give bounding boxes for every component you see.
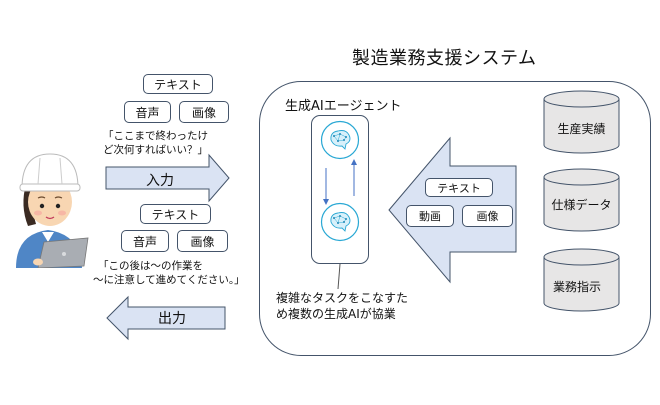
database-cylinder-icon <box>543 90 620 154</box>
caption-leader-line <box>337 263 341 290</box>
system-title: 製造業務支援システム <box>352 48 537 69</box>
output-arrow-label: 出力 <box>158 311 186 327</box>
worker-icon <box>16 153 89 268</box>
database-label: 生産実績 <box>557 122 606 136</box>
input-quote-line-2: ど次何すればいい？」 <box>103 144 208 156</box>
flow-text-chip: テキスト <box>425 178 493 197</box>
output-image-chip: 画像 <box>177 230 228 252</box>
agent-caption: 複雑なタスクをこなすた め複数の生成AIが協業 <box>276 290 408 322</box>
agent-caption-line-2: め複数の生成AIが協業 <box>276 307 396 321</box>
input-text-chip: テキスト <box>143 74 213 94</box>
agent-label: 生成AIエージェント <box>285 99 402 114</box>
output-text-chip: テキスト <box>140 204 211 224</box>
flow-image-chip: 画像 <box>462 205 513 227</box>
input-quote-line-1: 「ここまで終わったけ <box>103 130 208 142</box>
database-cylinder-icon <box>543 168 620 232</box>
brain-node-1 <box>320 120 360 160</box>
input-audio-chip: 音声 <box>124 101 171 123</box>
input-arrow <box>105 153 230 203</box>
worker-illustration <box>8 146 92 268</box>
input-image-chip: 画像 <box>179 101 229 123</box>
brain-network-icon <box>320 120 360 160</box>
input-quote: 「ここまで終わったけ ど次何すればいい？」 <box>103 129 208 157</box>
database-spec-data: 仕様データ <box>543 168 620 232</box>
output-quote-line-2: ～に注意して進めてください。」 <box>93 274 245 286</box>
output-arrow <box>106 295 226 341</box>
database-cylinder-icon <box>543 248 620 312</box>
flow-video-chip: 動画 <box>406 205 454 227</box>
brain-node-2 <box>320 202 360 242</box>
database-work-instructions: 業務指示 <box>543 248 620 312</box>
database-label: 仕様データ <box>551 198 612 212</box>
input-arrow-label: 入力 <box>146 173 174 189</box>
database-label: 業務指示 <box>553 280 602 294</box>
agent-caption-line-1: 複雑なタスクをこなすた <box>276 291 409 305</box>
system-frame <box>259 81 651 356</box>
output-quote: 「この後は～の作業を ～に注意して進めてください。」 <box>93 259 245 287</box>
output-quote-line-1: 「この後は～の作業を <box>98 260 203 272</box>
agent-box <box>311 115 369 264</box>
database-production-results: 生産実績 <box>543 90 620 154</box>
loop-arrow-up-head <box>351 159 357 165</box>
output-audio-chip: 音声 <box>121 230 169 252</box>
brain-network-icon <box>320 202 360 242</box>
loop-arrow-down-head <box>323 199 329 205</box>
